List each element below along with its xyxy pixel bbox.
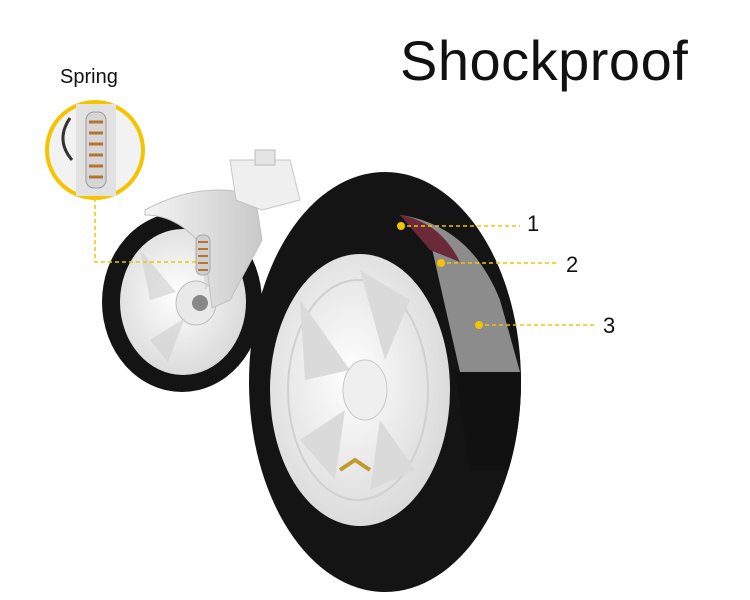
- callout-dots: [397, 222, 483, 329]
- spring-label: Spring: [60, 66, 118, 88]
- callout-number-3: 3: [603, 313, 616, 338]
- spring-leader-line: [94, 198, 200, 263]
- fork: [144, 149, 301, 309]
- callout-number-1: 1: [527, 211, 540, 236]
- spring-magnifier: [45, 100, 145, 200]
- callout-number-2: 2: [566, 252, 579, 277]
- front-wheel: [249, 172, 521, 592]
- callout-leaders: [400, 225, 596, 326]
- page-title: Shockproof: [400, 29, 689, 92]
